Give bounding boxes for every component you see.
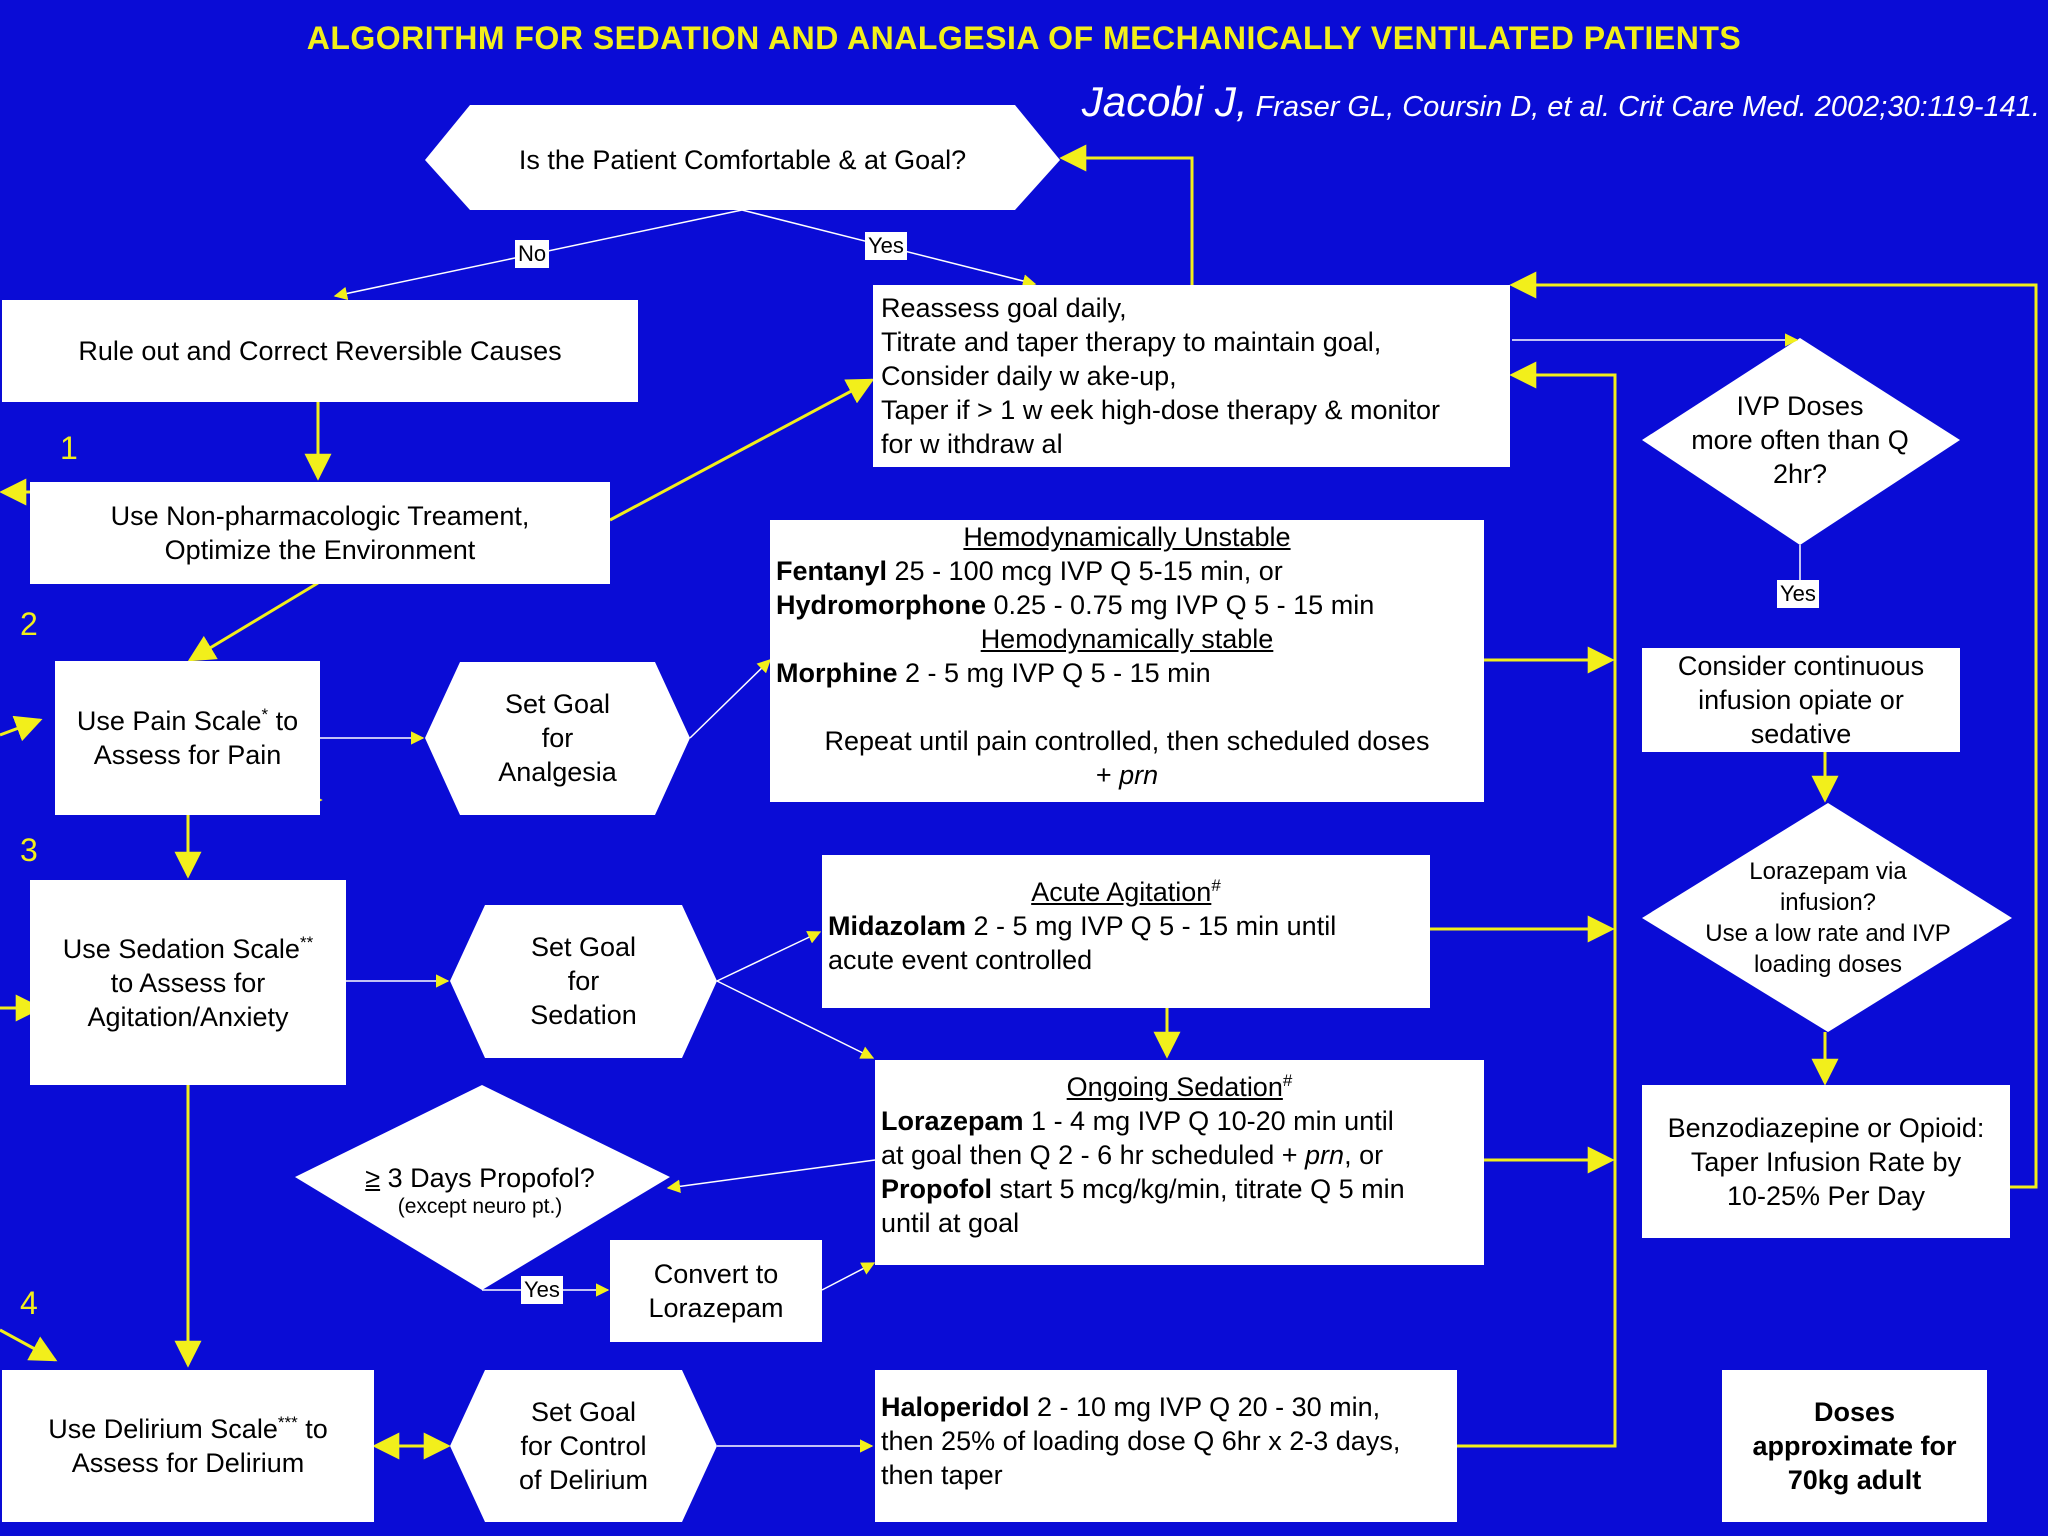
- ivp-decision-text: IVP Doses more often than Q 2hr?: [1691, 391, 1909, 489]
- drug-name: Hydromorphone: [776, 590, 987, 620]
- drug-name: Morphine: [776, 658, 898, 688]
- haloperidol-box: Haloperidol 2 - 10 mg IVP Q 20 - 30 min,…: [875, 1370, 1457, 1522]
- nonpharm-box: Use Non-pharmacologic Treament, Optimize…: [30, 482, 610, 584]
- pain-scale-footnote-mark: *: [261, 705, 269, 724]
- citation: Jacobi J, Fraser GL, Coursin D, et al. C…: [1000, 78, 2040, 126]
- sedation-scale-line: to Assess for: [110, 967, 266, 998]
- doses-note-box: Doses approximate for 70kg adult: [1722, 1370, 1987, 1522]
- delirium-scale-line: Assess for Delirium: [71, 1448, 305, 1478]
- ongoing-sedation-heading: Ongoing Sedation: [1066, 1072, 1283, 1102]
- step-number-4: 4: [20, 1285, 38, 1321]
- goal-sedation-text: Set Goal for Sedation: [530, 932, 637, 1030]
- sedation-scale-footnote-mark: **: [299, 932, 314, 952]
- acute-agitation-heading: Acute Agitation: [1031, 877, 1212, 907]
- reassess-box: Reassess goal daily, Titrate and taper t…: [873, 285, 1510, 467]
- page-title: ALGORITHM FOR SEDATION AND ANALGESIA OF …: [306, 20, 1742, 56]
- reassess-line: for w ithdraw al: [881, 429, 1063, 459]
- sedation-scale-box: Use Sedation Scale** to Assess for Agita…: [30, 880, 346, 1085]
- drug-name: Lorazepam: [881, 1106, 1024, 1136]
- reassess-line: Titrate and taper therapy to maintain go…: [881, 327, 1382, 357]
- goal-analgesia-text: Set Goal for Analgesia: [498, 689, 617, 787]
- goal-analgesia-shape: [425, 662, 690, 815]
- nonpharm-line: Optimize the Environment: [164, 535, 476, 565]
- delirium-scale-line: Use Delirium Scale: [48, 1414, 278, 1444]
- yes-label: Yes: [865, 232, 907, 260]
- citation-author: Jacobi J,: [1081, 78, 1248, 125]
- ongoing-sedation-box: Ongoing Sedation# Lorazepam 1 - 4 mg IVP…: [875, 1060, 1484, 1265]
- pain-scale-line: Assess for Pain: [93, 740, 282, 770]
- goal-delirium-shape: [450, 1370, 717, 1522]
- reassess-line: Taper if > 1 w eek high-dose therapy & m…: [881, 395, 1441, 425]
- unstable-heading: Hemodynamically Unstable: [963, 522, 1291, 552]
- nonpharm-line: Use Non-pharmacologic Treament,: [110, 501, 530, 531]
- lorazepam-infusion-text: Lorazepam via infusion? Use a low rate a…: [1705, 858, 1951, 978]
- drug-name: Haloperidol: [881, 1392, 1030, 1422]
- pain-scale-box: Use Pain Scale* to Assess for Pain: [55, 661, 320, 815]
- reassess-line: Reassess goal daily,: [881, 293, 1127, 323]
- no-label: No: [515, 240, 550, 268]
- step-number-1: 1: [60, 430, 78, 466]
- rule-out-box: Rule out and Correct Reversible Causes: [2, 300, 638, 402]
- acute-agitation-box: Acute Agitation# Midazolam 2 - 5 mg IVP …: [822, 855, 1430, 1008]
- comfortable-decision-text: Is the Patient Comfortable & at Goal?: [518, 145, 967, 175]
- citation-reference: Fraser GL, Coursin D, et al. Crit Care M…: [1255, 91, 2040, 123]
- delirium-scale-footnote-mark: ***: [277, 1413, 298, 1432]
- ivp-yes-label: Yes: [1777, 580, 1819, 608]
- step-number-3: 3: [20, 832, 38, 868]
- drug-name: Midazolam: [828, 911, 967, 941]
- stable-heading: Hemodynamically stable: [980, 624, 1274, 654]
- sedation-scale-line: Agitation/Anxiety: [87, 1001, 289, 1032]
- step-number-2: 2: [20, 606, 38, 642]
- goal-delirium-text: Set Goal for Control of Delirium: [518, 1397, 649, 1495]
- goal-sedation-shape: [450, 905, 717, 1058]
- taper-infusion-box: Benzodiazepine or Opioid: Taper Infusion…: [1642, 1085, 2010, 1238]
- continuous-infusion-box: Consider continuous infusion opiate or s…: [1642, 648, 1960, 752]
- delirium-scale-box: Use Delirium Scale*** to Assess for Deli…: [2, 1370, 374, 1522]
- drug-name: Fentanyl: [776, 556, 888, 586]
- sedation-scale-line: Use Sedation Scale: [62, 933, 300, 964]
- drug-name: Propofol: [881, 1174, 992, 1204]
- pain-scale-line: Use Pain Scale: [76, 706, 262, 736]
- propofol-yes-label: Yes: [521, 1276, 563, 1304]
- ivp-decision-shape: [1642, 338, 1960, 545]
- comfortable-decision-shape: [425, 105, 1060, 210]
- lorazepam-infusion-decision-shape: [1642, 803, 2012, 1032]
- convert-lorazepam-box: Convert to Lorazepam: [610, 1240, 822, 1342]
- reassess-line: Consider daily w ake-up,: [881, 361, 1177, 391]
- analgesia-treatment-box: Hemodynamically Unstable Fentanyl 25 - 1…: [770, 520, 1484, 802]
- propofol-decision-shape: [295, 1085, 670, 1290]
- propofol-decision-text: ≥ 3 Days Propofol? (except neuro pt.): [365, 1163, 595, 1218]
